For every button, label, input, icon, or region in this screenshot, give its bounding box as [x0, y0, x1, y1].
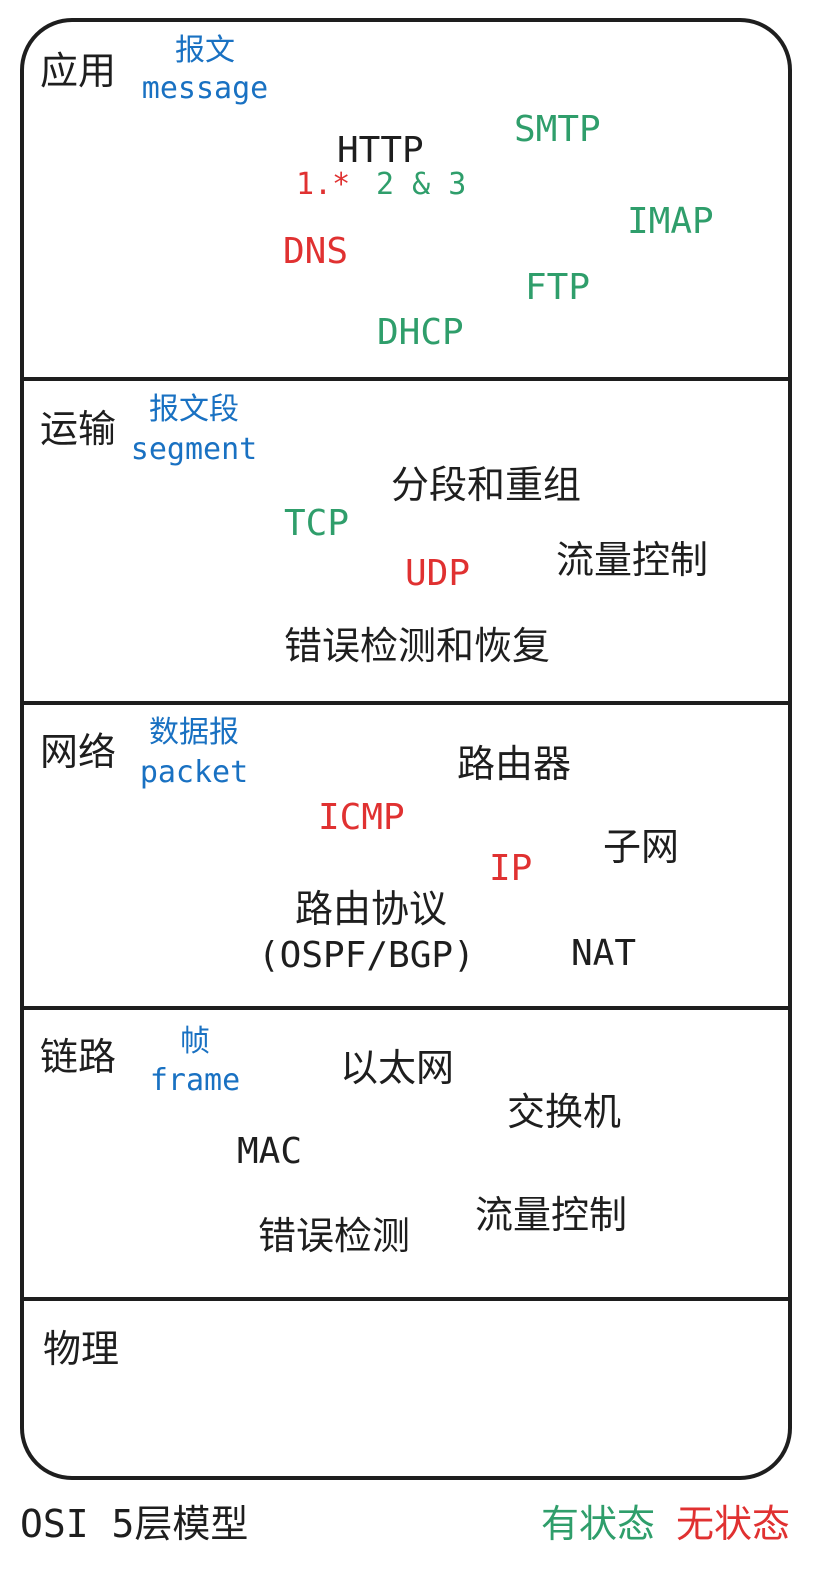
- network-routing-protocol: 路由协议: [295, 887, 448, 931]
- legend-stateful: 有状态: [541, 1502, 656, 1546]
- protocol-smtp: SMTP: [514, 109, 601, 150]
- unit-cn-transport: 报文段: [149, 392, 239, 427]
- protocol-ftp: FTP: [525, 267, 591, 308]
- transport-flow-control: 流量控制: [556, 538, 709, 582]
- network-router: 路由器: [457, 742, 572, 786]
- layer-name-link: 链路: [40, 1035, 117, 1079]
- legend-stateless: 无状态: [676, 1502, 791, 1546]
- protocol-tcp: TCP: [284, 503, 350, 544]
- diagram-title: OSI 5层模型: [20, 1502, 249, 1546]
- unit-en-application: message: [141, 71, 269, 106]
- layer-divider: [20, 701, 792, 705]
- unit-en-link: frame: [149, 1063, 241, 1098]
- unit-en-transport: segment: [130, 432, 258, 467]
- unit-cn-application: 报文: [175, 33, 235, 68]
- link-ethernet: 以太网: [340, 1046, 455, 1090]
- network-nat: NAT: [571, 933, 637, 974]
- link-error-detection: 错误检测: [258, 1214, 411, 1258]
- http-version-1: 1.*: [296, 167, 351, 202]
- layer-divider: [20, 1006, 792, 1010]
- protocol-http: HTTP: [337, 130, 424, 171]
- unit-cn-link: 帧: [180, 1024, 210, 1059]
- network-subnet: 子网: [603, 825, 680, 869]
- protocol-udp: UDP: [405, 553, 471, 594]
- layer-name-physical: 物理: [43, 1327, 120, 1371]
- http-version-2-3: 2 & 3: [376, 167, 467, 202]
- layer-divider: [20, 1297, 792, 1301]
- layer-name-transport: 运输: [40, 407, 117, 451]
- protocol-icmp: ICMP: [318, 797, 405, 838]
- protocol-dhcp: DHCP: [377, 312, 464, 353]
- protocol-ip: IP: [489, 848, 533, 889]
- link-mac: MAC: [237, 1131, 303, 1172]
- protocol-imap: IMAP: [627, 201, 714, 242]
- osi-model-frame: [20, 18, 792, 1480]
- layer-name-application: 应用: [40, 49, 117, 93]
- link-switch: 交换机: [507, 1090, 622, 1134]
- layer-name-network: 网络: [40, 730, 117, 774]
- network-routing-protocol-examples: (OSPF/BGP): [258, 935, 475, 976]
- transport-segmentation: 分段和重组: [391, 463, 582, 507]
- layer-divider: [20, 377, 792, 381]
- protocol-dns: DNS: [283, 231, 349, 272]
- transport-error-recovery: 错误检测和恢复: [284, 624, 551, 668]
- unit-en-network: packet: [139, 755, 249, 790]
- unit-cn-network: 数据报: [149, 715, 239, 750]
- link-flow-control: 流量控制: [475, 1193, 628, 1237]
